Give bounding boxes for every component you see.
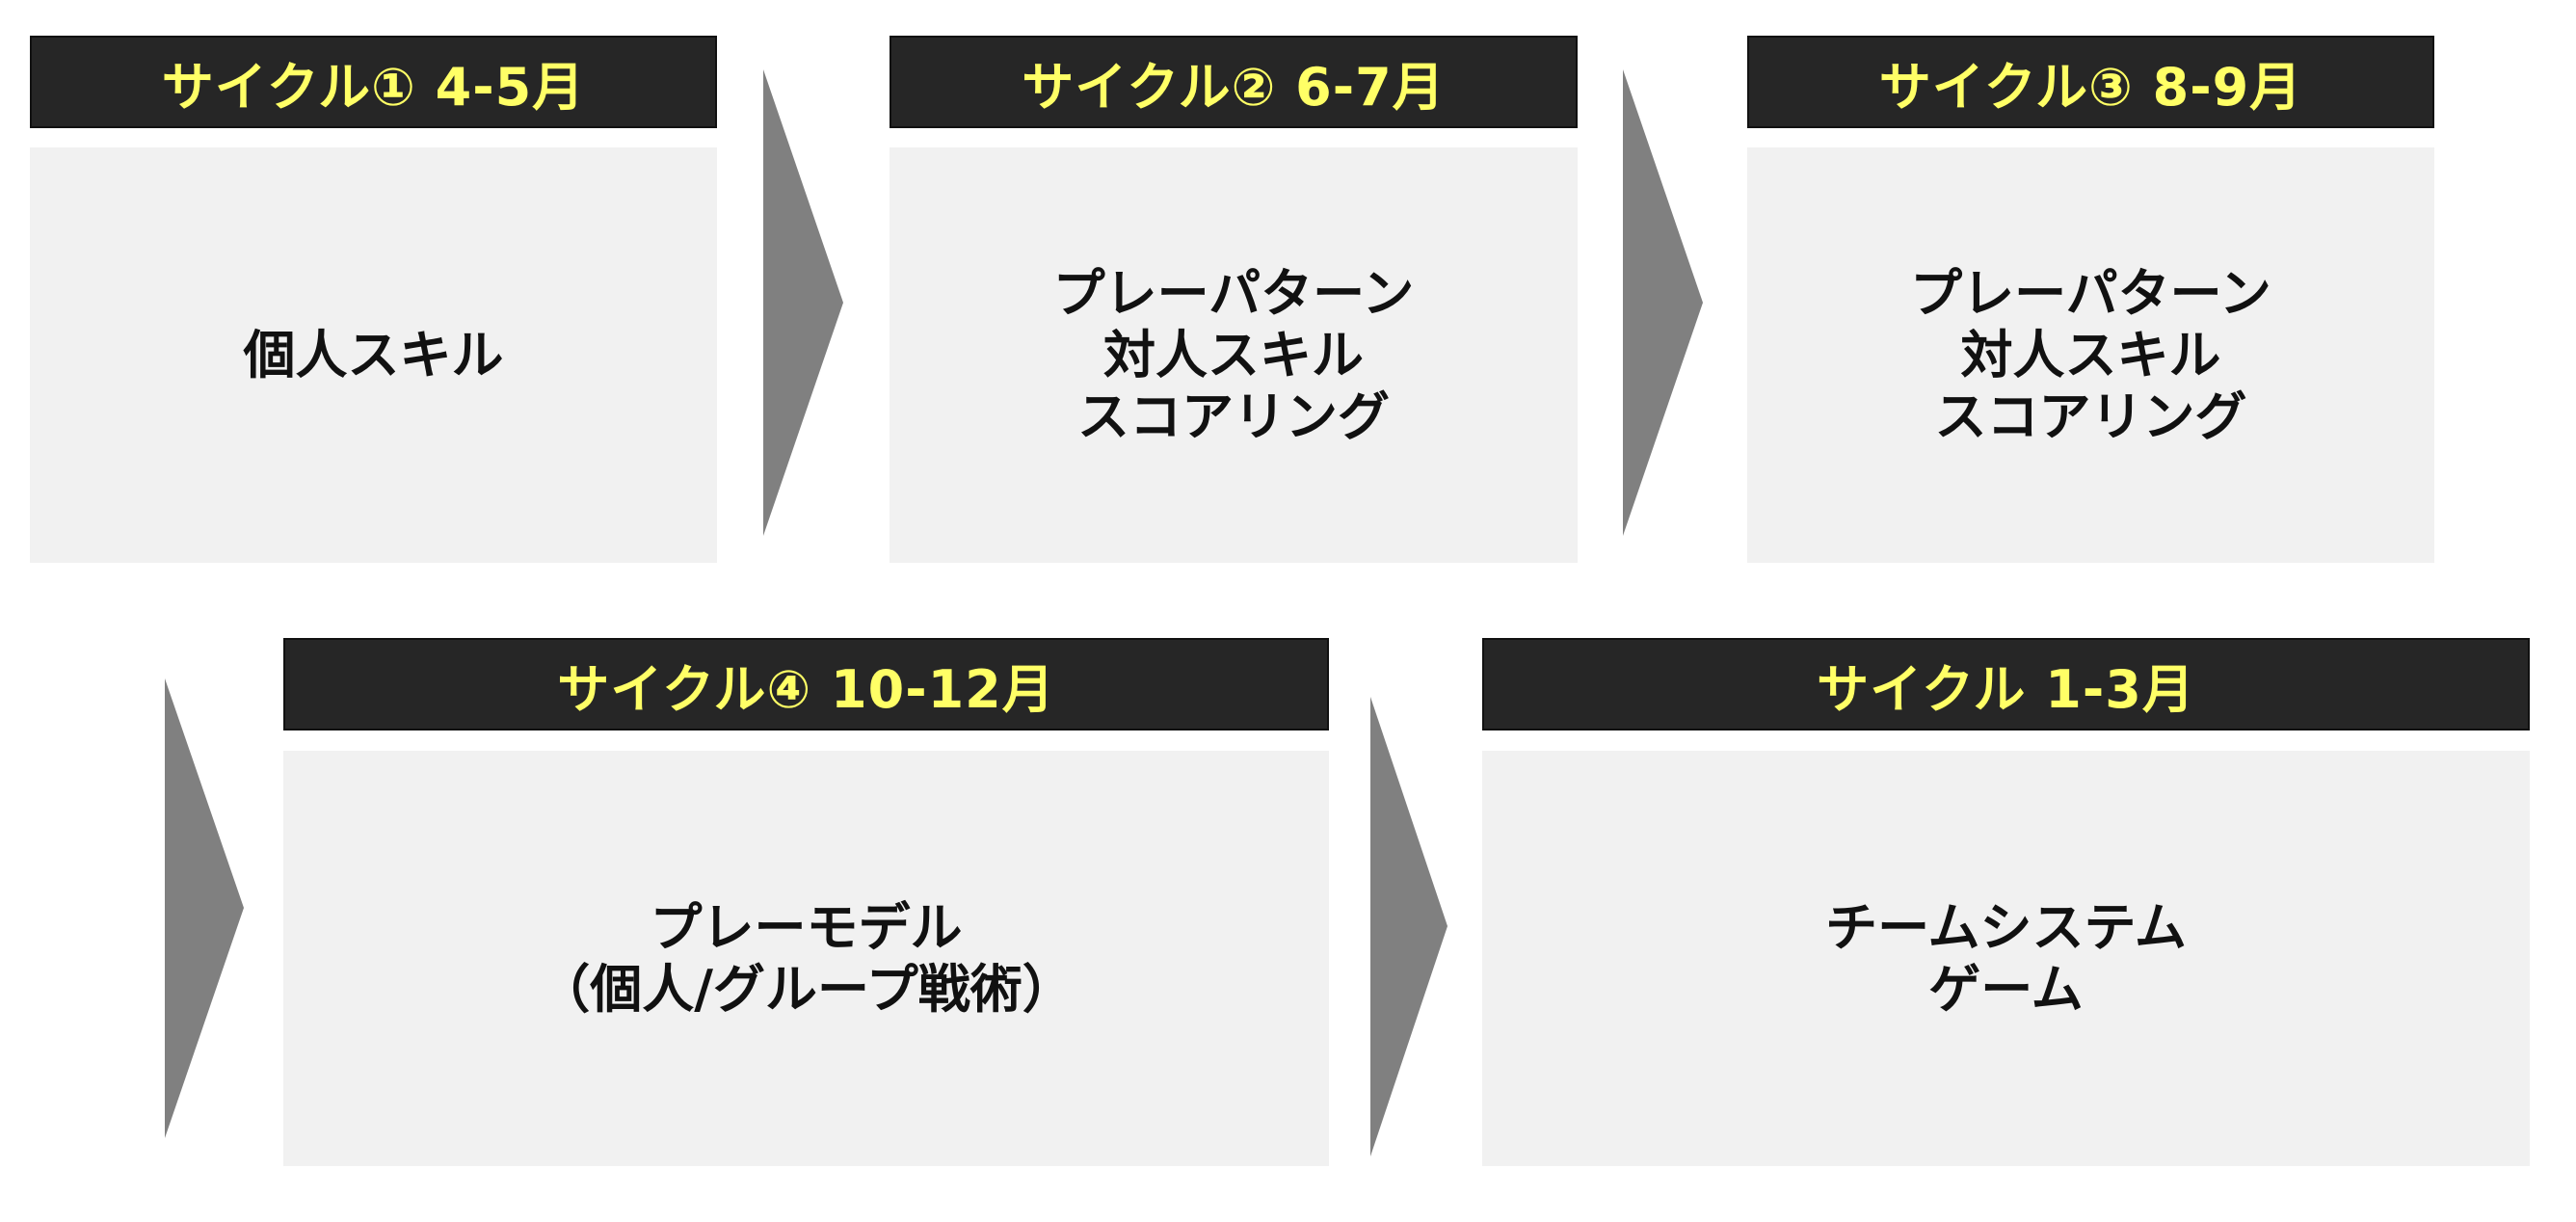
- cycle-1: サイクル① 4-5月 個人スキル: [30, 36, 717, 563]
- cycle-2-line-2: 対人スキル: [1103, 324, 1364, 385]
- chevron-right-arrow-1: [763, 69, 843, 536]
- cycle-4: サイクル④ 10-12月 プレーモデル （個人/グループ戦術）: [283, 638, 1329, 1166]
- chevron-right-arrow-3: [165, 678, 244, 1138]
- cycle-3-title: サイクル③ 8-9月: [1878, 56, 2303, 118]
- cycle-5-header: サイクル 1-3月: [1482, 638, 2530, 731]
- cycle-5-title: サイクル 1-3月: [1817, 658, 2195, 720]
- cycle-4-body: プレーモデル （個人/グループ戦術）: [283, 751, 1329, 1166]
- cycle-5-line-1: チームシステム: [1825, 896, 2187, 958]
- chevron-right-arrow-4: [1370, 697, 1447, 1156]
- cycle-2-line-3: スコアリング: [1077, 385, 1390, 447]
- cycle-3: サイクル③ 8-9月 プレーパターン 対人スキル スコアリング: [1747, 36, 2434, 563]
- cycle-3-header: サイクル③ 8-9月: [1747, 36, 2434, 128]
- cycle-2-line-1: プレーパターン: [1052, 262, 1415, 324]
- cycle-2-body: プレーパターン 対人スキル スコアリング: [890, 147, 1578, 563]
- cycle-5-body: チームシステム ゲーム: [1482, 751, 2530, 1166]
- cycle-3-line-1: プレーパターン: [1910, 262, 2271, 324]
- cycle-1-line-1: 個人スキル: [243, 324, 504, 385]
- cycle-2: サイクル② 6-7月 プレーパターン 対人スキル スコアリング: [890, 36, 1578, 563]
- cycle-2-header: サイクル② 6-7月: [890, 36, 1578, 128]
- cycle-5: サイクル 1-3月 チームシステム ゲーム: [1482, 638, 2530, 1166]
- cycle-4-line-2: （個人/グループ戦術）: [538, 958, 1075, 1020]
- cycle-2-title: サイクル② 6-7月: [1022, 56, 1446, 118]
- cycle-4-header: サイクル④ 10-12月: [283, 638, 1329, 731]
- cycle-4-line-1: プレーモデル: [650, 896, 963, 958]
- cycle-5-line-2: ゲーム: [1928, 958, 2084, 1020]
- cycle-3-line-3: スコアリング: [1934, 385, 2247, 447]
- cycle-4-title: サイクル④ 10-12月: [557, 658, 1055, 720]
- cycle-1-header: サイクル① 4-5月: [30, 36, 717, 128]
- cycle-1-title: サイクル① 4-5月: [161, 56, 586, 118]
- cycle-1-body: 個人スキル: [30, 147, 717, 563]
- cycle-3-line-2: 対人スキル: [1960, 324, 2221, 385]
- cycle-3-body: プレーパターン 対人スキル スコアリング: [1747, 147, 2434, 563]
- chevron-right-arrow-2: [1623, 69, 1703, 536]
